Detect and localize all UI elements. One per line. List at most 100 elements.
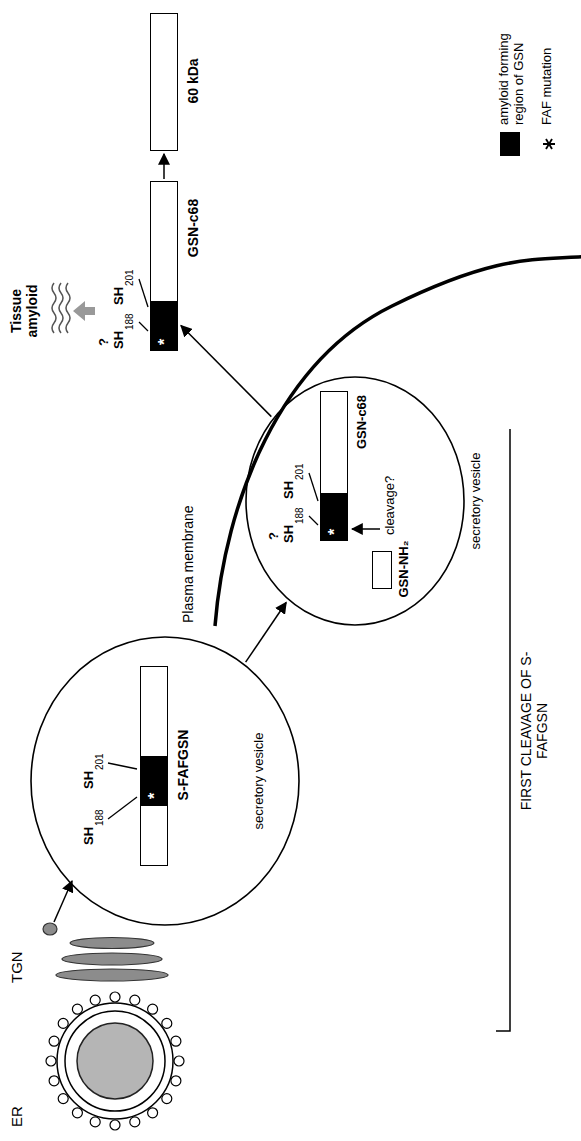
mutation-asterisk: *	[157, 339, 173, 345]
query-mark: ?	[267, 532, 282, 540]
ribosome	[174, 1056, 184, 1066]
amyloid-fibrils	[52, 283, 70, 333]
node-label: GSN-c68	[185, 199, 201, 257]
ribosome	[130, 995, 140, 1005]
stage-bracket	[496, 429, 510, 1031]
thiol-label: SH	[82, 827, 97, 845]
node-label: secretory vesicle	[469, 453, 484, 550]
thiol-label: SH	[112, 331, 127, 349]
asterisk-symbol	[542, 137, 556, 151]
thiol-label: SH	[82, 771, 97, 789]
vesicle-membrane	[246, 377, 464, 625]
cleavage-arrow	[352, 528, 380, 530]
legend-swatch	[500, 132, 520, 156]
thiol-label: SH	[282, 481, 297, 499]
ribosome	[148, 1108, 158, 1118]
residue-number: 188	[124, 313, 136, 330]
ribosome	[72, 1108, 82, 1118]
ribosome	[162, 1018, 172, 1028]
leader-line	[108, 763, 137, 769]
fibril	[52, 283, 56, 333]
fibril	[59, 283, 63, 333]
organelle-label: ER	[8, 1106, 25, 1127]
golgi-drawing	[43, 923, 168, 981]
membrane-label: Plasma membrane	[180, 506, 196, 624]
thiol-label: SH	[112, 287, 127, 305]
ribosome	[148, 1004, 158, 1014]
ribosome	[90, 1117, 100, 1127]
amyloid-region	[140, 756, 168, 806]
residue-number: 188	[94, 809, 106, 826]
mutation-asterisk: *	[147, 793, 163, 799]
amyloid-region	[320, 493, 348, 541]
ribosome	[130, 1117, 140, 1127]
query-mark: ?	[97, 338, 112, 346]
fibril	[66, 283, 70, 333]
residue-number: 201	[294, 463, 306, 480]
golgi-cisterna	[62, 953, 162, 965]
ribosome	[58, 1094, 68, 1104]
ribosome	[58, 1018, 68, 1028]
flow-arrow	[163, 154, 165, 179]
residue-number: 201	[124, 269, 136, 286]
vesicle-membrane	[31, 637, 299, 925]
protein-fragment: 60 kDa	[150, 13, 178, 151]
node-label: GSN-NH₂	[397, 540, 412, 597]
secretory-vesicle: secretory vesicle S-FAFGSN	[30, 636, 300, 926]
golgi-cisterna	[56, 969, 168, 981]
protein-fragment: GSN-NH₂	[372, 551, 392, 589]
node-label: S-FAFGSN	[175, 730, 191, 801]
organelle-label: TGN	[8, 951, 25, 983]
node-label: GSN-c68	[355, 395, 370, 449]
leader-line	[309, 516, 318, 525]
plasma-membrane	[215, 256, 581, 626]
flow-arrow	[246, 602, 287, 662]
er-membrane	[57, 1003, 173, 1119]
flow-arrow	[181, 326, 271, 417]
ribosome	[110, 992, 120, 1002]
stage-caption: FIRST CLEAVAGE OF S-FAFGSN	[518, 641, 550, 821]
ribosome	[110, 1120, 120, 1130]
leader-line	[139, 322, 148, 331]
leader-line	[108, 797, 137, 819]
node-label: 60 kDa	[185, 58, 201, 103]
protein-bar: GSN-c68	[150, 181, 178, 351]
ribosome	[171, 1076, 181, 1086]
amyloid-region	[150, 301, 178, 351]
cleavage-label: cleavage?	[383, 476, 398, 535]
ribosome	[171, 1036, 181, 1046]
asterisk-stroke	[546, 139, 552, 149]
asterisk-stroke	[546, 139, 552, 149]
nucleus	[77, 1023, 153, 1099]
legend-text: FAF mutation	[540, 5, 555, 125]
thiol-label: SH	[282, 525, 297, 543]
secretory-vesicle: secretory vesicleGSN-NH₂GSN-c68	[245, 376, 465, 626]
residue-number: 201	[94, 753, 106, 770]
ribosome	[162, 1094, 172, 1104]
residue-number: 188	[294, 507, 306, 524]
amyloid-label: Tissue amyloid	[8, 276, 40, 346]
golgi-cisterna	[70, 938, 154, 949]
ribosome	[49, 1036, 59, 1046]
aggregation-arrow	[73, 301, 95, 321]
leader-line	[309, 473, 318, 501]
er-drawing	[46, 992, 184, 1130]
ribosome	[46, 1056, 56, 1066]
budding-arrow	[54, 881, 72, 922]
ribosome	[72, 1004, 82, 1014]
protein-bar: S-FAFGSN	[140, 666, 168, 866]
golgi-bud	[43, 923, 57, 935]
ribosomes	[46, 992, 184, 1130]
ribosome	[90, 995, 100, 1005]
leader-line	[139, 279, 148, 307]
ribosome	[49, 1076, 59, 1086]
mutation-asterisk: *	[327, 529, 343, 535]
protein-bar: GSN-c68	[320, 391, 348, 541]
legend-text: amyloid forming region of GSN	[497, 5, 527, 125]
node-label: secretory vesicle	[252, 733, 267, 830]
er-membrane	[65, 1011, 165, 1111]
